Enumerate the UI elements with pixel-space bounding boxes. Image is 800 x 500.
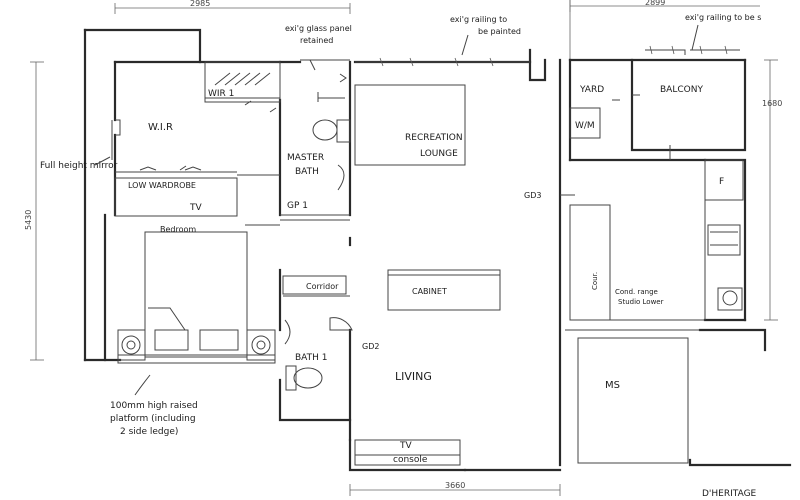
dim-right-side: 1680: [762, 99, 782, 108]
label-cabinet: CABINET: [412, 287, 447, 296]
label-ms: MS: [605, 380, 620, 391]
label-full-height-mirror: Full height mirror: [40, 161, 118, 171]
label-master-bath-2: BATH: [295, 167, 319, 177]
dim-top-right: 2899: [645, 0, 665, 7]
label-wir1: WIR 1: [208, 89, 234, 99]
label-glass-panel-1: exi'g glass panel: [285, 24, 352, 33]
label-low-wardrobe: LOW WARDROBE: [128, 181, 196, 190]
label-railing-painted-1: exi'g railing to: [450, 15, 507, 24]
label-gd2: GD2: [362, 342, 379, 351]
label-yard: YARD: [579, 85, 604, 95]
dim-bottom: 3660: [445, 481, 465, 490]
label-master-bath-1: MASTER: [287, 153, 324, 163]
label-bedroom: Bedroom: [160, 225, 196, 234]
label-balcony: BALCONY: [660, 85, 703, 95]
label-railing-painted-2: be painted: [478, 27, 521, 36]
label-platform-note-2: platform (including: [110, 414, 196, 424]
label-kitchen-note-2: Studio Lower: [618, 298, 664, 306]
label-fridge: F: [719, 177, 724, 187]
label-kitchen-note-1: Cond. range: [615, 288, 658, 296]
label-gd3: GD3: [524, 191, 541, 200]
outer-walls: [83, 28, 792, 472]
label-recreation-2: LOUNGE: [420, 149, 458, 159]
room-labels: WIR 1 W.I.R Full height mirror LOW WARDR…: [40, 13, 761, 499]
internal-lines: [94, 24, 744, 466]
label-wir: W.I.R: [148, 122, 173, 133]
label-living: LIVING: [395, 370, 432, 383]
label-tv-console-2: console: [393, 455, 428, 465]
dim-top-left: 2985: [190, 0, 210, 8]
label-tv-bedroom: TV: [189, 203, 202, 213]
label-recreation-1: RECREATION: [405, 133, 463, 143]
label-counter: Cour.: [591, 272, 599, 290]
label-bath1: BATH 1: [295, 353, 327, 363]
label-heritage: D'HERITAGE: [702, 489, 757, 499]
dimension-lines: [30, 0, 778, 496]
label-wm: W/M: [575, 121, 595, 131]
label-platform-note-1: 100mm high raised: [110, 401, 198, 411]
label-railing-right: exi'g railing to be s: [685, 13, 761, 22]
dim-left-side: 5430: [24, 210, 33, 230]
label-corridor: Corridor: [306, 282, 339, 291]
label-tv-console-1: TV: [399, 441, 412, 451]
label-gp1: GP 1: [287, 201, 308, 211]
label-glass-panel-2: retained: [300, 36, 333, 45]
label-platform-note-3: 2 side ledge): [120, 427, 178, 437]
